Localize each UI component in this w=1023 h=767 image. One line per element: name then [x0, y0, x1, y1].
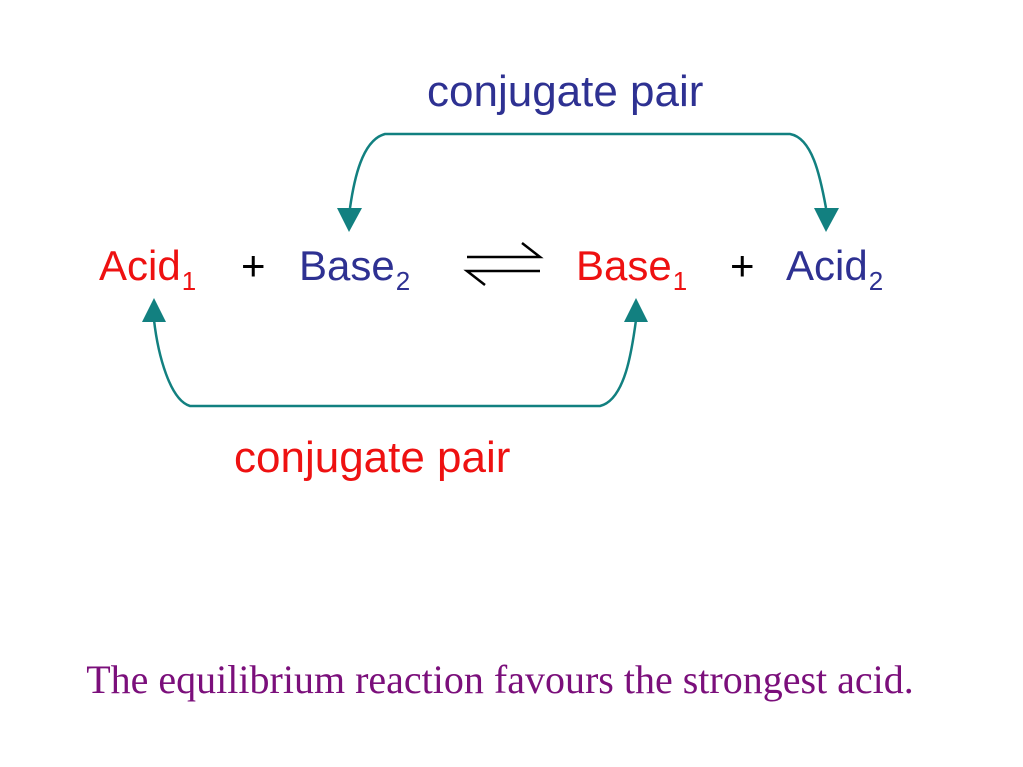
arrowhead-down-acid2	[814, 208, 839, 232]
arrowhead-up-base1	[624, 298, 648, 322]
arrowhead-up-acid1	[142, 298, 166, 322]
base1-text: Base	[576, 242, 672, 289]
equilibrium-harpoons-icon	[463, 242, 544, 286]
plus-left: +	[241, 242, 266, 289]
top-conjugate-arrow	[348, 132, 828, 209]
bottom-conjugate-pair-label: conjugate pair	[234, 433, 511, 482]
arrowhead-down-base2	[337, 208, 362, 232]
base2-subscript: 2	[395, 266, 411, 296]
acid1-text: Acid	[99, 242, 181, 289]
acid2-species: Acid2	[786, 242, 883, 295]
caption: The equilibrium reaction favours the str…	[86, 657, 914, 702]
bottom-conjugate-arrow	[152, 319, 638, 408]
acid2-subscript: 2	[868, 266, 884, 296]
base2-species: Base2	[299, 242, 410, 295]
acid1-subscript: 1	[181, 266, 197, 296]
acid1-species: Acid1	[99, 242, 196, 295]
top-conjugate-pair-label: conjugate pair	[427, 67, 704, 116]
base2-text: Base	[299, 242, 395, 289]
base1-subscript: 1	[672, 266, 688, 296]
base1-species: Base1	[576, 242, 687, 295]
plus-right: +	[730, 242, 755, 289]
acid2-text: Acid	[786, 242, 868, 289]
